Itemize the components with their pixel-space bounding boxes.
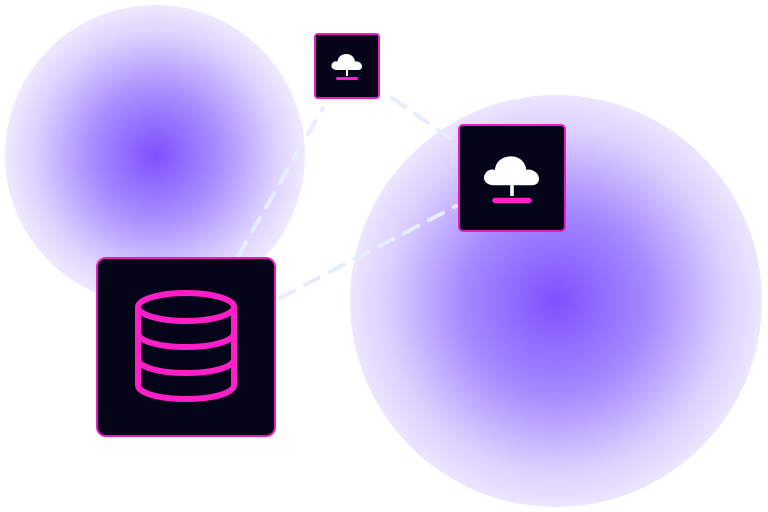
database-icon — [135, 290, 237, 402]
connector-database-to-cloud-small — [236, 106, 325, 258]
cloud-node-large[interactable] — [458, 124, 566, 232]
connector-database-to-cloud-large — [278, 204, 458, 300]
connector-cloud-small-to-cloud-large — [390, 96, 452, 140]
database-node[interactable] — [96, 257, 276, 437]
cloud-network-icon — [331, 54, 362, 80]
cloud-node-small[interactable] — [314, 33, 380, 99]
glow-orb-left — [5, 5, 305, 305]
cloud-network-icon — [483, 156, 539, 204]
